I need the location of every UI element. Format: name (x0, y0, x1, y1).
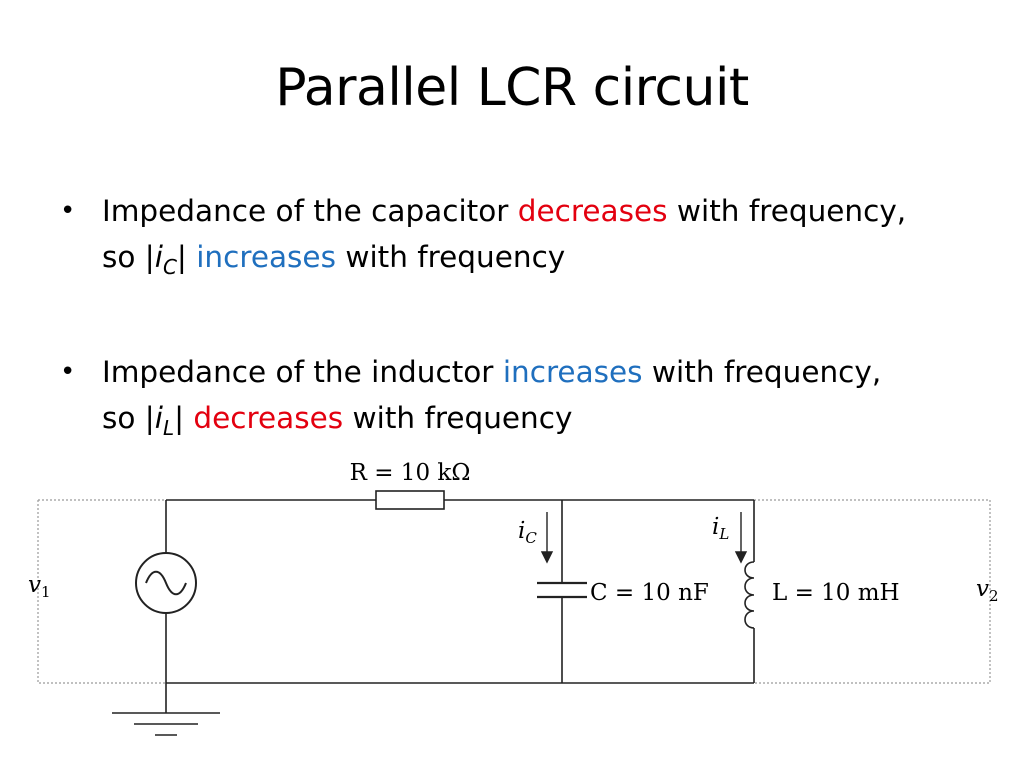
current-symbol: iC (154, 240, 177, 279)
ac-source-icon (135, 552, 197, 614)
bullet-line: Impedance of the capacitor decreases wit… (102, 188, 1000, 234)
circuit-wires (165, 499, 755, 713)
output-port-dotted-line (754, 499, 991, 684)
keyword-decreases: decreases (517, 194, 668, 228)
input-port-dotted-line (37, 499, 166, 684)
bullet-text: | (174, 401, 194, 435)
bullet-text: Impedance of the capacitor (102, 194, 518, 228)
bullet-line: so |iL| decreases with frequency (102, 395, 1000, 444)
capacitor-label: C = 10 nF (590, 580, 709, 606)
keyword-increases: increases (502, 355, 643, 389)
bullet-marker: • (60, 357, 76, 387)
input-voltage-label: v1 (28, 572, 51, 601)
inductor-label: L = 10 mH (772, 580, 900, 606)
keyword-decreases: decreases (193, 401, 344, 435)
current-symbol: iL (154, 401, 174, 440)
capacitor-icon (537, 581, 587, 599)
resistor-label: R = 10 kΩ (350, 460, 471, 486)
resistor-icon (375, 490, 445, 510)
bullet-text: | (176, 240, 197, 274)
keyword-increases: increases (196, 240, 336, 274)
circuit-diagram: R = 10 kΩ iC iL C = 10 nF L = 10 mH v1 v… (28, 460, 999, 736)
bullet-text: so | (102, 401, 155, 435)
inductor-icon (744, 561, 755, 629)
bullet-text: with frequency (343, 401, 573, 435)
bullet-marker: • (60, 196, 76, 226)
inductor-current-label: iL (712, 514, 729, 543)
bullet-text: with frequency, (667, 194, 907, 228)
bullet-list: • Impedance of the capacitor decreases w… (60, 188, 1000, 444)
bullet-text: with frequency (335, 240, 566, 274)
ground-icon (112, 712, 220, 736)
current-var: i (154, 401, 163, 435)
bullet-text: Impedance of the inductor (102, 355, 503, 389)
bullet-inductor: • Impedance of the inductor increases wi… (60, 349, 1000, 444)
current-subscript: C (162, 255, 177, 279)
output-voltage-label: v2 (976, 576, 999, 605)
bullet-text: with frequency, (642, 355, 882, 389)
slide-title: Parallel LCR circuit (275, 58, 749, 118)
arrow-head-icon (734, 551, 748, 564)
current-var: i (154, 240, 163, 274)
bullet-text: so | (102, 240, 155, 274)
arrow-head-icon (540, 551, 554, 564)
bullet-line: Impedance of the inductor increases with… (102, 349, 1000, 395)
bullet-line: so |iC| increases with frequency (102, 234, 1000, 283)
current-subscript: L (162, 416, 175, 440)
bullet-capacitor: • Impedance of the capacitor decreases w… (60, 188, 1000, 283)
capacitor-current-label: iC (518, 518, 537, 547)
